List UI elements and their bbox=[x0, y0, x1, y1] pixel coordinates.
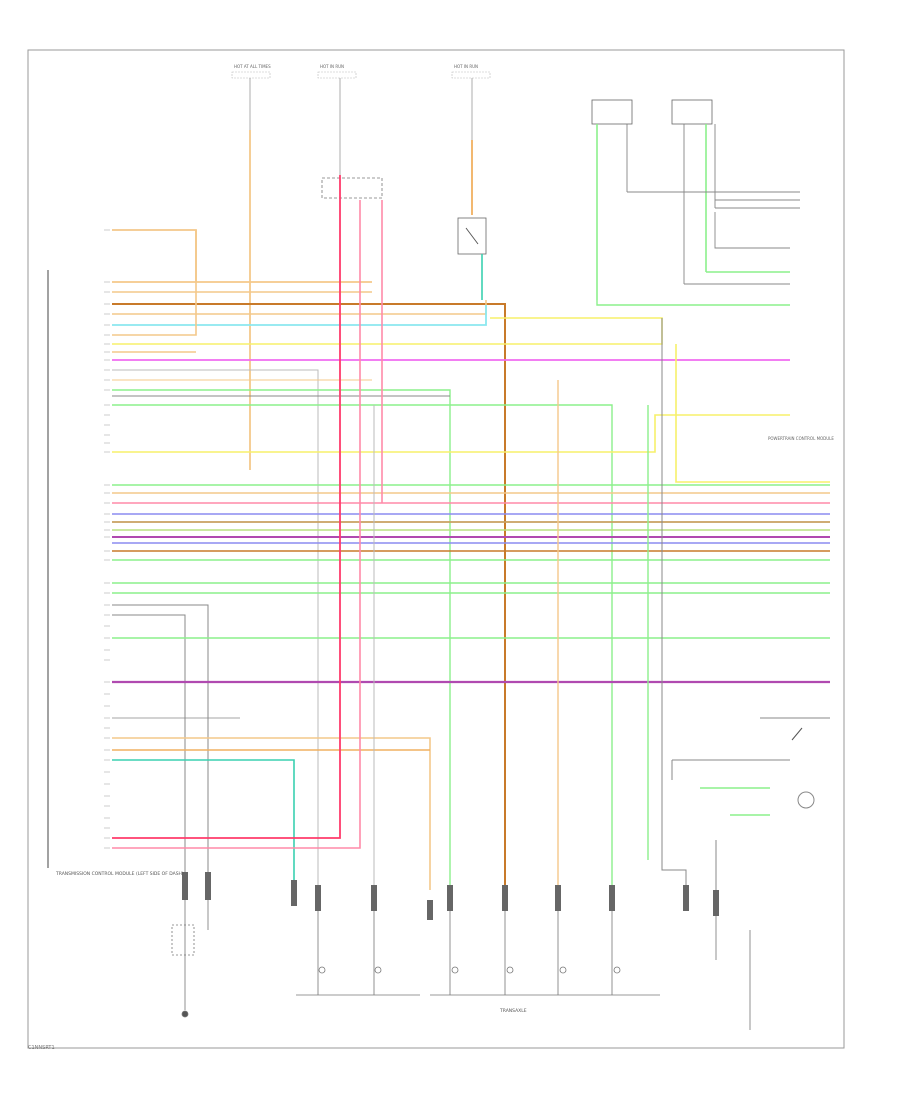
bottom-component-label: TRANSAXLE bbox=[499, 1008, 527, 1014]
right-top-leads bbox=[596, 191, 800, 306]
bottom-connectors bbox=[182, 872, 719, 920]
right-upper-label: POWERTRAIN CONTROL MODULE bbox=[768, 436, 834, 441]
fuse-label-3: HOT IN RUN bbox=[454, 64, 478, 69]
sensor-box-2 bbox=[671, 99, 716, 284]
brake-switch bbox=[457, 217, 487, 300]
fuse-label-1: HOT AT ALL TIMES bbox=[234, 64, 271, 69]
solenoid-group bbox=[296, 911, 660, 996]
sensor-box-1 bbox=[591, 99, 633, 300]
harness-lines bbox=[112, 175, 830, 890]
park-neutral-switch bbox=[171, 900, 209, 1018]
relay-box bbox=[321, 177, 383, 199]
footer-code: C1NNSRT1 bbox=[28, 1045, 55, 1051]
fuse-block-2 bbox=[317, 71, 357, 175]
range-sensor bbox=[715, 916, 751, 1030]
right-lower-components bbox=[647, 318, 830, 890]
diagram-border bbox=[27, 49, 845, 1049]
fuse-block-3 bbox=[451, 71, 491, 215]
fuse-block-1 bbox=[231, 71, 271, 470]
fuse-label-2: HOT IN RUN bbox=[320, 64, 344, 69]
left-module-label: TRANSMISSION CONTROL MODULE (LEFT SIDE O… bbox=[55, 871, 184, 877]
tcm-pin-ticks bbox=[104, 229, 110, 849]
